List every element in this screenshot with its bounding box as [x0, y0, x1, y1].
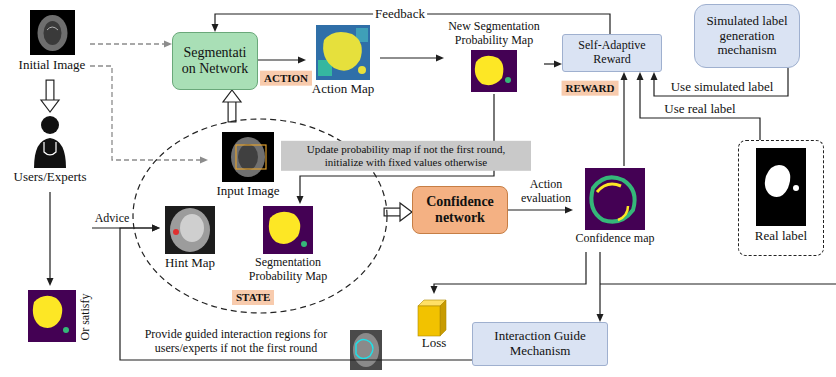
edge-label: Advice: [93, 212, 132, 226]
loss-cube: [418, 300, 446, 336]
image-panel: Or satisfy: [24, 286, 98, 348]
node-label: Action Map: [312, 82, 374, 97]
edge-label: Provide guided interaction regions for u…: [125, 328, 347, 356]
node-label: Simulated label generation mechanism: [698, 14, 796, 59]
node-label: Confidence network: [416, 194, 504, 226]
flow-arrow: [621, 72, 628, 166]
ground-truth-image: [756, 148, 806, 226]
node-label: Hint Map: [165, 256, 215, 271]
node-label: Or satisfy: [79, 294, 93, 341]
flow-arrow: [651, 68, 789, 96]
hollow-arrow: [41, 84, 59, 112]
output-segmentation-image: [28, 290, 76, 342]
node-label: Segmentation Probability Map: [232, 256, 344, 284]
node-label: Input Image: [216, 184, 279, 199]
loss-icon: Loss: [414, 294, 454, 354]
image-panel: Hint Map: [160, 204, 220, 274]
node-label: Users/Experts: [14, 170, 87, 185]
stage-tag: REWARD: [562, 81, 619, 96]
hollow-arrow: [223, 90, 241, 118]
node-label: Loss: [422, 336, 447, 351]
process-box: Simulated label generation mechanism: [694, 4, 800, 68]
process-box: Self-Adaptive Reward: [562, 34, 662, 72]
image-panel: Confidence map: [573, 166, 657, 252]
edge-label: ACTION: [260, 71, 312, 86]
image-panel: Input Image: [208, 130, 288, 202]
flow-arrow: [597, 252, 604, 322]
node-label: Self-Adaptive Reward: [566, 39, 658, 67]
hollow-arrow: [388, 203, 412, 221]
process-box: Segmentati on Network: [172, 32, 258, 90]
image-panel: Initial Image: [14, 8, 90, 84]
probability-map-image: [471, 50, 517, 92]
segmentation-map-image: [263, 206, 313, 254]
edge-label: Update probability map if not the first …: [281, 141, 531, 171]
image-panel: Action Map: [306, 22, 380, 104]
node-label: New Segmentation Probability Map: [444, 20, 544, 48]
node-label: Real label: [755, 229, 807, 244]
edge-label: Feedback: [373, 7, 427, 22]
flow-arrow: [258, 57, 306, 64]
edge-label: Use real label: [664, 102, 735, 117]
dashed-box: Real label: [738, 140, 824, 256]
edge-label: Action evaluation: [513, 178, 579, 206]
network-box: Confidence network: [412, 186, 508, 234]
user-icon: [34, 116, 66, 168]
flow-arrow: [380, 55, 444, 62]
flow-arrow: [544, 61, 562, 68]
hint-map-image: [165, 206, 215, 254]
confidence-map-image: [585, 168, 645, 230]
edge-label: Use simulated label: [671, 80, 774, 95]
state-tag: STATE: [232, 290, 274, 305]
image-panel: Segmentation Probability Map: [232, 204, 344, 288]
node-label: Interaction Guide Mechanism: [476, 329, 604, 359]
guided-region-image: [350, 330, 382, 370]
flow-arrow: [431, 252, 587, 294]
flow-arrow: [508, 207, 573, 214]
action-map-image: [316, 25, 370, 80]
image-panel: New Segmentation Probability Map: [444, 20, 544, 94]
output-line: [600, 283, 836, 284]
input-image: [222, 132, 274, 182]
flow-arrow: [120, 225, 472, 361]
process-box: Interaction Guide Mechanism: [472, 322, 608, 366]
node-label: Confidence map: [576, 232, 655, 246]
brain-scan: [30, 10, 75, 55]
node-label: Initial Image: [19, 58, 86, 73]
dashed-arrow: [90, 41, 172, 48]
node-label: Segmentati on Network: [177, 45, 253, 77]
flow-arrow: [47, 192, 54, 286]
actor-icon: Users/Experts: [8, 112, 92, 192]
